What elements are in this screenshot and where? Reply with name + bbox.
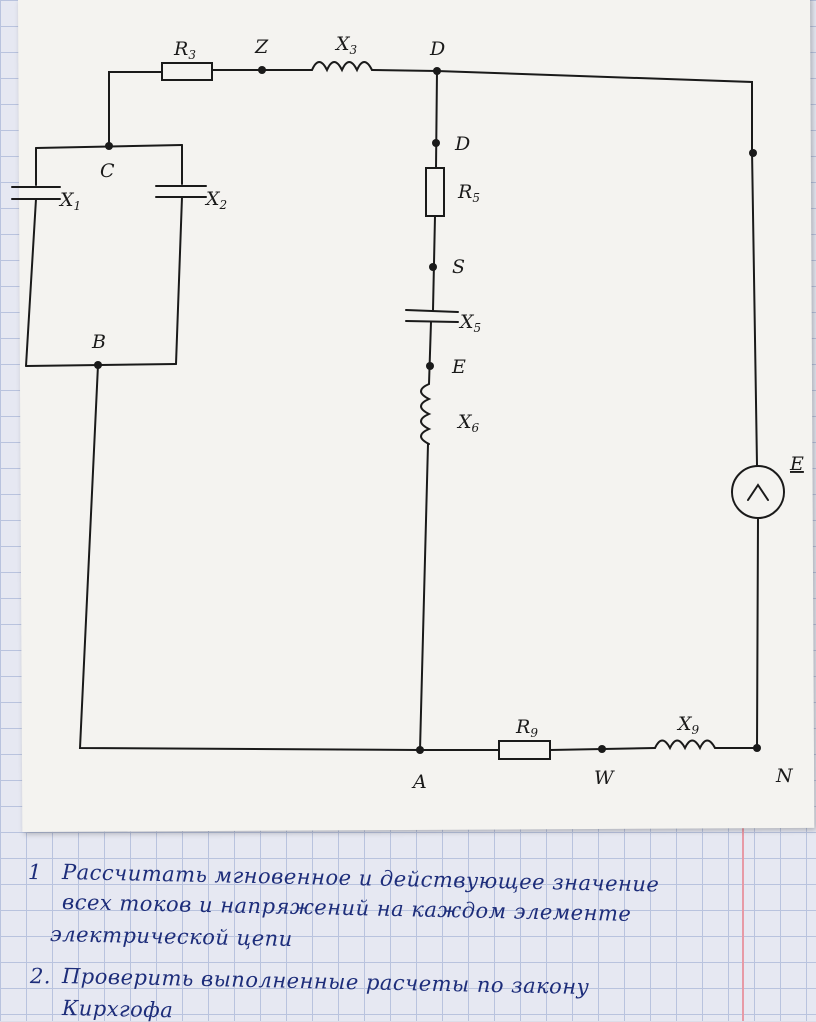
- label-w: W: [594, 767, 615, 789]
- label-x5: X5: [458, 311, 481, 335]
- resistor-r3: [161, 62, 213, 81]
- wire-x5-x6: [428, 321, 432, 385]
- wire-right-upper: [751, 149, 758, 466]
- label-x6: X6: [456, 411, 480, 435]
- node-dot-s: [429, 263, 437, 271]
- label-r5: R5: [457, 181, 480, 205]
- wire-box-right-bottom: [175, 196, 183, 365]
- wire-d-right: [436, 70, 753, 151]
- node-dot-right: [749, 149, 757, 157]
- node-dot-e: [426, 362, 434, 370]
- label-z: Z: [254, 36, 269, 58]
- wire-c-up: [108, 71, 163, 147]
- wire-r5-x5: [432, 215, 436, 311]
- node-dot-d-top: [433, 67, 441, 75]
- resistor-r5: [425, 167, 445, 217]
- voltage-source-e: [731, 465, 785, 519]
- node-dot-z: [258, 66, 266, 74]
- label-x9: X9: [676, 713, 700, 737]
- capacitor-x2: [155, 185, 207, 198]
- label-x3: X3: [334, 33, 358, 57]
- label-r9: R9: [515, 716, 538, 740]
- node-dot-a: [416, 746, 424, 754]
- label-n: N: [775, 765, 794, 787]
- wire-box-left-bottom: [25, 198, 37, 367]
- wire-d-r5: [435, 70, 438, 169]
- source-arrow-icon: [747, 483, 769, 501]
- label-s: S: [452, 256, 465, 278]
- label-x1: X1: [58, 189, 81, 213]
- label-b: B: [91, 331, 106, 353]
- node-dot-n: [753, 744, 761, 752]
- wire-b-a: [78, 364, 421, 751]
- note-1-number: 1: [27, 860, 43, 885]
- label-x2: X2: [204, 188, 227, 212]
- label-c: C: [100, 160, 115, 182]
- capacitor-x1: [11, 186, 61, 200]
- node-dot-d-mid: [432, 139, 440, 147]
- note-2-line-2: Кирхгофа: [61, 996, 174, 1022]
- note-1-line-3: электрической цепи: [49, 922, 293, 952]
- inductor-x6: [420, 383, 432, 445]
- inductor-x3: [311, 61, 373, 73]
- label-d-mid: D: [454, 133, 470, 155]
- label-r3: R3: [173, 38, 196, 62]
- node-dot-c: [105, 142, 113, 150]
- resistor-r9: [498, 740, 551, 760]
- label-e-source: E: [789, 453, 804, 475]
- notebook-margin-line: [742, 820, 744, 1021]
- capacitor-x5: [405, 309, 459, 323]
- wire-x6-a: [419, 443, 429, 751]
- note-2-number: 2.: [29, 964, 52, 989]
- label-a: A: [411, 771, 427, 793]
- node-dot-w: [598, 745, 606, 753]
- label-d-top: D: [429, 38, 445, 60]
- wire-right-lower: [756, 517, 759, 749]
- node-dot-b: [94, 361, 102, 369]
- inductor-x9: [654, 739, 716, 751]
- wire-x3-d: [371, 69, 438, 72]
- label-e-node: E: [451, 356, 466, 378]
